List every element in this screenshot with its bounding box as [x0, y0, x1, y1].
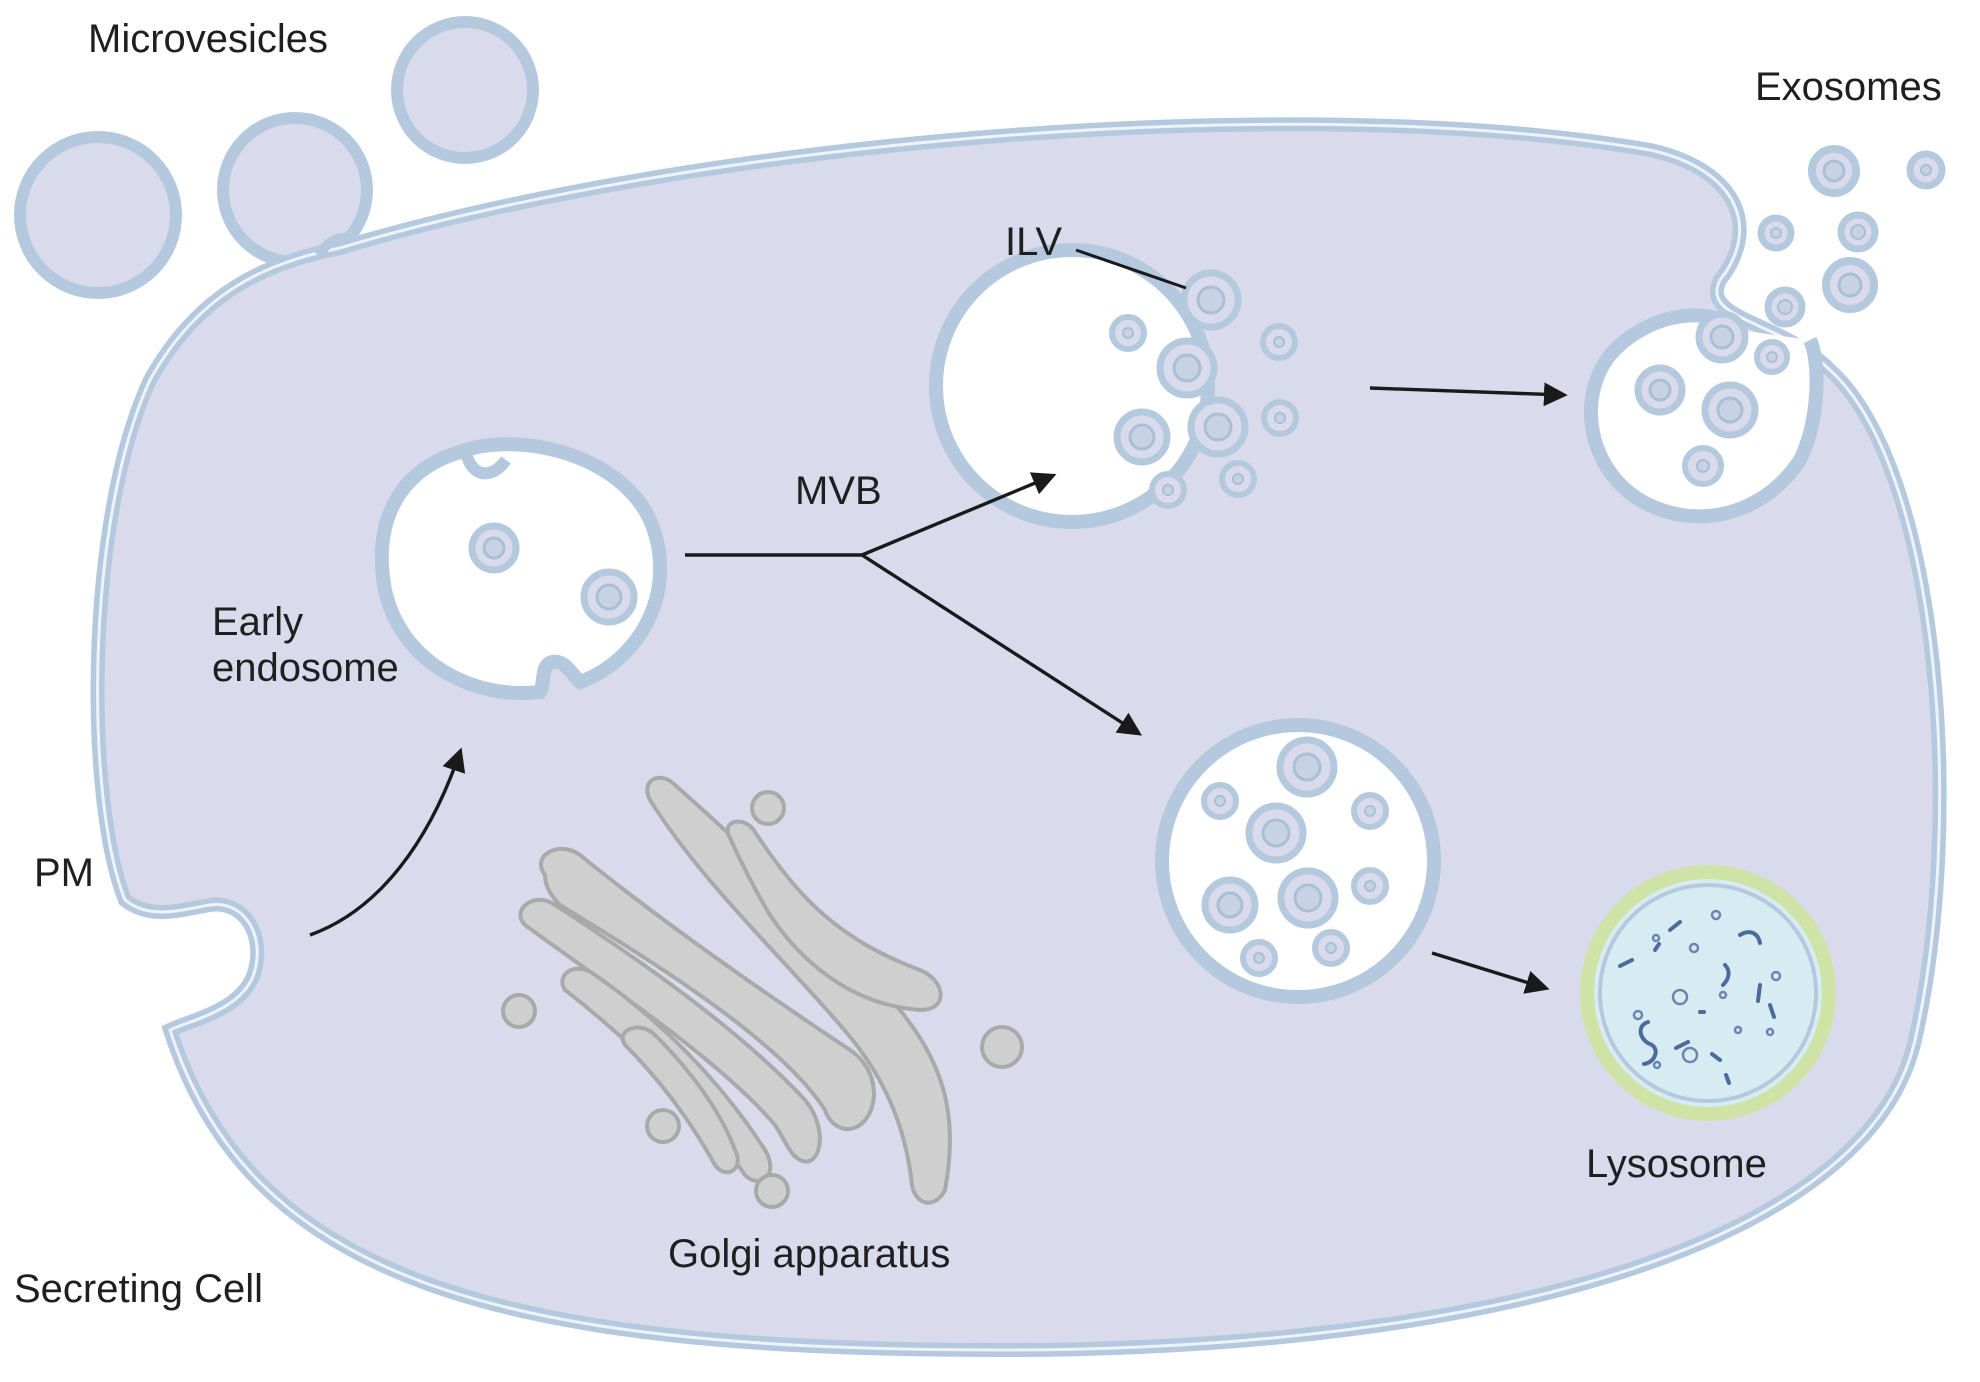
microvesicle-neck [314, 233, 353, 259]
golgi-vesicle [754, 1173, 790, 1209]
lysosome-particles [1632, 909, 1782, 1070]
golgi-vesicle [980, 1025, 1024, 1069]
arrow-to-mvb-upper [861, 472, 1057, 557]
exosome [1906, 150, 1946, 190]
ilv [1682, 445, 1724, 487]
plasma-membrane-inner-line [96, 122, 1942, 1352]
arrow-mvb-to-exosome-release [1369, 382, 1568, 407]
exosomes-group [1757, 145, 1946, 328]
ilv [1240, 939, 1278, 977]
golgi-cisterna [538, 846, 876, 1131]
exosome [1808, 145, 1860, 197]
ilv [1149, 471, 1187, 509]
label-early-endosome-line2: endosome [212, 646, 399, 690]
lysosome-inner-rim [1598, 883, 1818, 1103]
fusing-mvb [1583, 308, 1824, 524]
label-exosomes: Exosomes [1755, 65, 1942, 109]
exosome [1764, 286, 1806, 328]
ilv-pointer-line [1075, 248, 1187, 290]
golgi-cisterna [620, 1025, 740, 1175]
golgi-cisterna [518, 897, 822, 1164]
arrow-mvb-to-lysosome [1431, 951, 1550, 994]
ilv [1156, 337, 1218, 399]
ilv [1276, 736, 1338, 798]
exosome [1822, 257, 1878, 313]
ilv [1260, 323, 1298, 361]
label-mvb: MVB [795, 469, 882, 513]
exosome [1837, 211, 1879, 253]
label-microvesicles: Microvesicles [88, 17, 328, 61]
label-golgi-apparatus: Golgi apparatus [668, 1232, 950, 1276]
ilv [1245, 802, 1307, 864]
microvesicles-group [14, 16, 539, 299]
microvesicle-top [391, 16, 539, 164]
mvb-upper [929, 243, 1299, 529]
ilv [1180, 269, 1242, 331]
ilv [1113, 408, 1171, 466]
lysosome [1580, 865, 1836, 1121]
label-ilv: ILV [1005, 220, 1062, 264]
golgi-vesicle [750, 790, 786, 826]
ilv [1201, 876, 1259, 934]
ilv [580, 568, 638, 626]
golgi-cisterna [725, 819, 943, 1013]
ilv [1695, 310, 1749, 364]
lysosome-outer-rim [1580, 865, 1836, 1121]
ilv [1634, 364, 1686, 416]
early-endosome-invagination [460, 450, 511, 480]
arrow-pm-to-early-endosome [309, 747, 466, 937]
golgi-vesicle [645, 1108, 681, 1144]
exosome [1757, 214, 1795, 252]
label-pm: PM [34, 851, 94, 895]
label-early-endosome-line1: Early [212, 600, 303, 644]
ilv [468, 522, 520, 574]
arrow-to-mvb-lower [861, 553, 1143, 736]
ilv [1754, 339, 1790, 375]
early-endosome [374, 437, 668, 700]
ilv [1109, 314, 1147, 352]
ilv [1219, 460, 1257, 498]
ilv [1312, 929, 1350, 967]
ilv [1261, 399, 1299, 437]
early-endosome-membrane [374, 437, 668, 700]
mvb-lower [1155, 718, 1441, 1004]
ilv [1351, 867, 1389, 905]
ilv [1351, 792, 1389, 830]
ilv [1277, 867, 1339, 929]
microvesicle-left [14, 131, 182, 299]
label-secreting-cell: Secreting Cell [14, 1267, 263, 1311]
lysosome-debris [1618, 920, 1776, 1085]
ilv [1187, 396, 1249, 458]
golgi-apparatus [501, 775, 1024, 1209]
golgi-vesicle [501, 993, 537, 1029]
label-lysosome: Lysosome [1586, 1142, 1767, 1186]
ilv [1201, 782, 1239, 820]
ilv [1701, 381, 1759, 439]
